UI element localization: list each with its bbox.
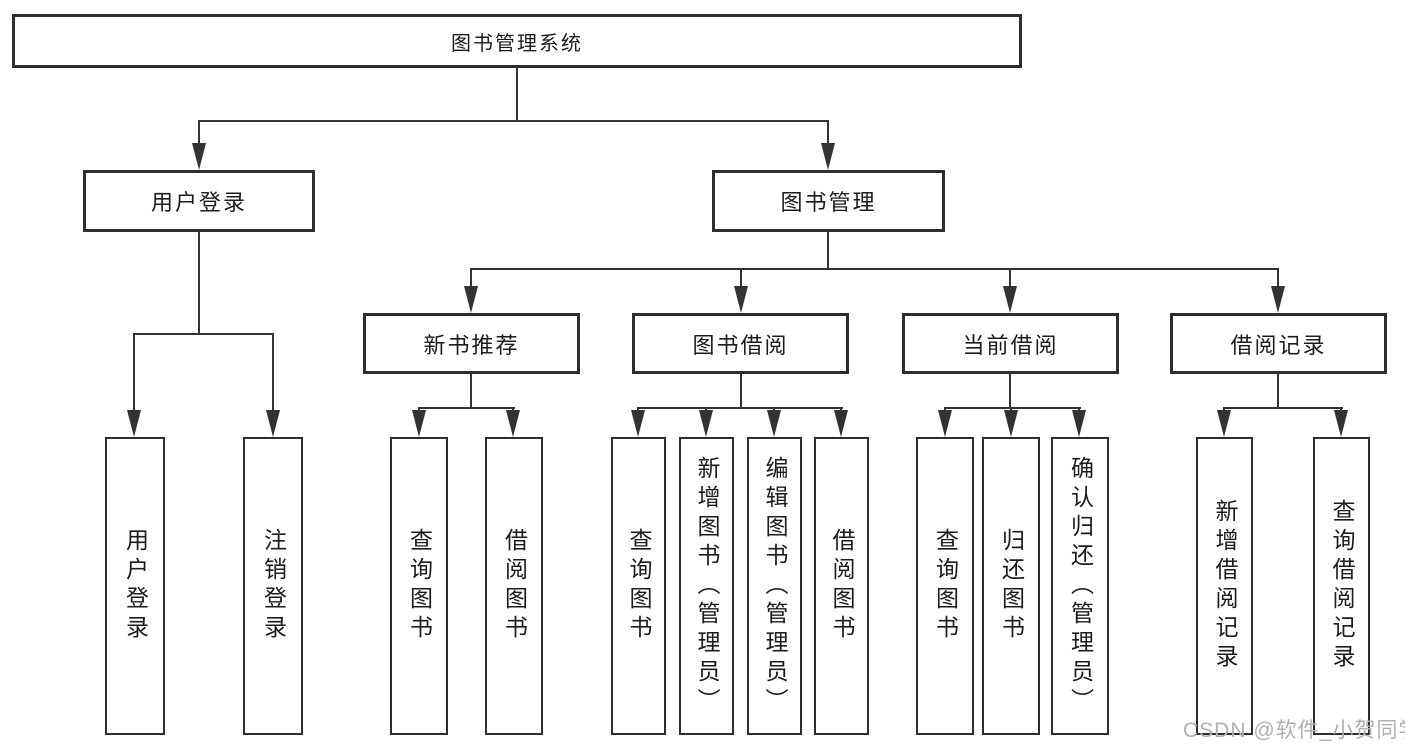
connector-line [470, 374, 472, 408]
leaf-current-query-books: 查询图书 [916, 437, 974, 735]
node-current-borrowing-label: 当前借阅 [962, 332, 1059, 358]
connector-line [740, 374, 742, 408]
leaf-confirm-return-admin: 确认归还（管理员） [1051, 437, 1109, 735]
node-book-borrowing: 图书借阅 [632, 313, 849, 374]
connector-line [133, 333, 135, 413]
arrowhead-icon [1003, 286, 1017, 313]
arrowhead-icon [1271, 286, 1285, 313]
connector-line [637, 407, 843, 409]
connector-line [1009, 268, 1011, 288]
connector-line [1223, 407, 1343, 409]
node-book-management: 图书管理 [712, 170, 945, 232]
leaf-recommend-query-books-label: 查询图书 [406, 528, 433, 644]
leaf-return-books-label: 归还图书 [998, 528, 1025, 644]
connector-line [418, 407, 515, 409]
leaf-add-borrow-record: 新增借阅记录 [1196, 437, 1253, 735]
connector-line [198, 120, 200, 146]
connector-line [1277, 374, 1279, 408]
leaf-borrow-books: 借阅图书 [814, 437, 869, 735]
leaf-add-books-admin-label: 新增图书（管理员） [694, 455, 720, 717]
connector-line [827, 120, 829, 146]
arrowhead-icon [938, 410, 952, 437]
arrowhead-icon [1004, 410, 1018, 437]
connector-line [470, 268, 1279, 270]
connector-line [198, 120, 829, 122]
leaf-logout: 注销登录 [243, 437, 303, 735]
arrowhead-icon [631, 410, 645, 437]
leaf-add-books-admin: 新增图书（管理员） [679, 437, 734, 735]
leaf-recommend-borrow-books: 借阅图书 [485, 437, 543, 735]
leaf-recommend-borrow-books-label: 借阅图书 [501, 528, 528, 644]
leaf-recommend-query-books: 查询图书 [390, 437, 448, 735]
node-new-book-recommendation-label: 新书推荐 [423, 332, 520, 358]
connector-line [516, 68, 518, 120]
connector-line [470, 268, 472, 288]
node-new-book-recommendation: 新书推荐 [363, 313, 580, 374]
leaf-current-query-books-label: 查询图书 [932, 528, 959, 644]
leaf-query-borrow-record: 查询借阅记录 [1313, 437, 1370, 735]
arrowhead-icon [506, 410, 520, 437]
arrowhead-icon [821, 143, 835, 170]
node-root-label: 图书管理系统 [451, 32, 583, 55]
node-borrowing-records-label: 借阅记录 [1230, 332, 1327, 358]
leaf-add-borrow-record-label: 新增借阅记录 [1212, 499, 1238, 673]
leaf-borrow-query-books-label: 查询图书 [626, 528, 652, 644]
arrowhead-icon [1217, 410, 1231, 437]
leaf-borrow-query-books: 查询图书 [611, 437, 666, 735]
leaf-confirm-return-admin-label: 确认归还（管理员） [1067, 455, 1094, 717]
node-user-login-branch-label: 用户登录 [150, 190, 247, 215]
arrowhead-icon [412, 410, 426, 437]
arrowhead-icon [1334, 410, 1348, 437]
connector-line [740, 268, 742, 288]
connector-line [1277, 268, 1279, 288]
node-user-login-branch: 用户登录 [83, 170, 315, 232]
leaf-edit-books-admin: 编辑图书（管理员） [747, 437, 802, 735]
leaf-borrow-books-label: 借阅图书 [829, 528, 855, 644]
leaf-edit-books-admin-label: 编辑图书（管理员） [762, 455, 788, 717]
connector-line [198, 232, 200, 333]
connector-line [133, 333, 274, 335]
node-current-borrowing: 当前借阅 [902, 313, 1119, 374]
arrowhead-icon [464, 286, 478, 313]
connector-line [827, 232, 829, 268]
node-book-management-label: 图书管理 [780, 190, 877, 215]
leaf-query-borrow-record-label: 查询借阅记录 [1329, 499, 1355, 673]
arrowhead-icon [192, 143, 206, 170]
csdn-watermark: CSDN @软件_小贺同学 [1183, 719, 1405, 742]
node-book-borrowing-label: 图书借阅 [692, 332, 789, 358]
arrowhead-icon [767, 410, 781, 437]
leaf-return-books: 归还图书 [982, 437, 1040, 735]
leaf-logout-label: 注销登录 [260, 528, 287, 644]
arrowhead-icon [734, 286, 748, 313]
leaf-user-login-label: 用户登录 [122, 528, 149, 644]
leaf-user-login: 用户登录 [105, 437, 165, 735]
connector-line [1009, 374, 1011, 408]
connector-line [272, 333, 274, 413]
arrowhead-icon [834, 410, 848, 437]
connector-line [944, 407, 1081, 409]
arrowhead-icon [699, 410, 713, 437]
arrowhead-icon [266, 410, 280, 437]
arrowhead-icon [1072, 410, 1086, 437]
node-root: 图书管理系统 [12, 14, 1022, 68]
node-borrowing-records: 借阅记录 [1170, 313, 1387, 374]
arrowhead-icon [127, 410, 141, 437]
